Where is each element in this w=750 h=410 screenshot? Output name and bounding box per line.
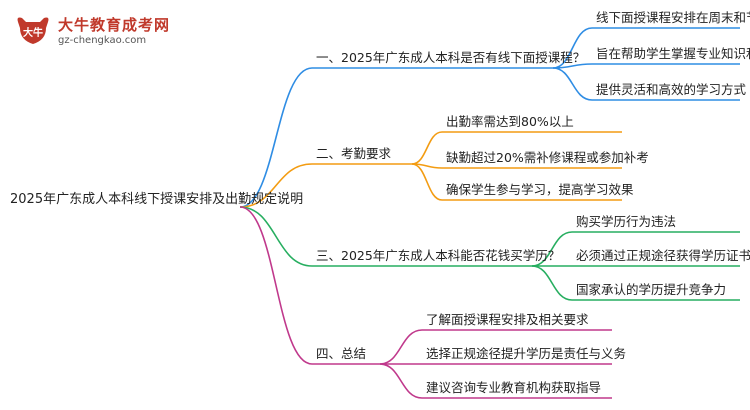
bull-logo-icon: 大牛 [17,17,49,44]
leaf-node-label: 购买学历行为违法 [576,214,676,229]
branch-node-label: 三、2025年广东成人本科能否花钱买学历？ [316,248,560,263]
branch-node-label: 一、2025年广东成人本科是否有线下面授课程？ [316,50,585,65]
leaf-node-label: 了解面授课程安排及相关要求 [426,312,589,327]
branch-child-edge [531,231,573,267]
leaf-node-label: 必须通过正规途径获得学历证书 [576,248,750,263]
branch-node-label: 二、考勤要求 [316,146,392,161]
branch-child-edge [379,329,423,365]
branch-child-edge [411,131,443,165]
branch-child-edge [531,265,573,301]
root-branch-edge [239,206,313,267]
site-logo[interactable]: 大牛 大牛教育成考网 gz-chengkao.com [14,12,169,52]
logo-url: gz-chengkao.com [58,35,147,46]
branch-child-edge [411,163,443,201]
logo-title: 大牛教育成考网 [58,16,171,34]
edges-layer [239,27,740,399]
root-branch-edge [239,206,313,365]
leaf-node-label: 建议咨询专业教育机构获取指导 [426,380,601,395]
leaf-node-label: 出勤率需达到80%以上 [446,114,574,129]
root-branch-edge [239,67,313,208]
branch-node-label: 四、总结 [316,346,366,361]
root-branch-edge [239,163,313,208]
leaf-node-label: 确保学生参与学习，提高学习效果 [446,182,634,197]
branch-child-edge [552,67,593,101]
leaf-node-label: 选择正规途径提升学历是责任与义务 [426,346,626,361]
leaf-node-label: 国家承认的学历提升竞争力 [576,282,726,297]
leaf-node-label: 提供灵活和高效的学习方式 [596,82,747,97]
leaf-node-label: 旨在帮助学生掌握专业知识和技能 [596,46,750,61]
branch-child-edge [379,363,423,399]
root-node-label: 2025年广东成人本科线下授课安排及出勤规定说明 [10,192,303,207]
logo-badge-text: 大牛 [23,26,43,39]
nodes-layer: 2025年广东成人本科线下授课安排及出勤规定说明 一、2025年广东成人本科是否有… [10,10,750,395]
leaf-node-label: 线下面授课程安排在周末和节假日 [596,10,750,25]
leaf-node-label: 缺勤超过20%需补修课程或参加补考 [446,150,649,165]
branch-child-edge [552,27,593,69]
